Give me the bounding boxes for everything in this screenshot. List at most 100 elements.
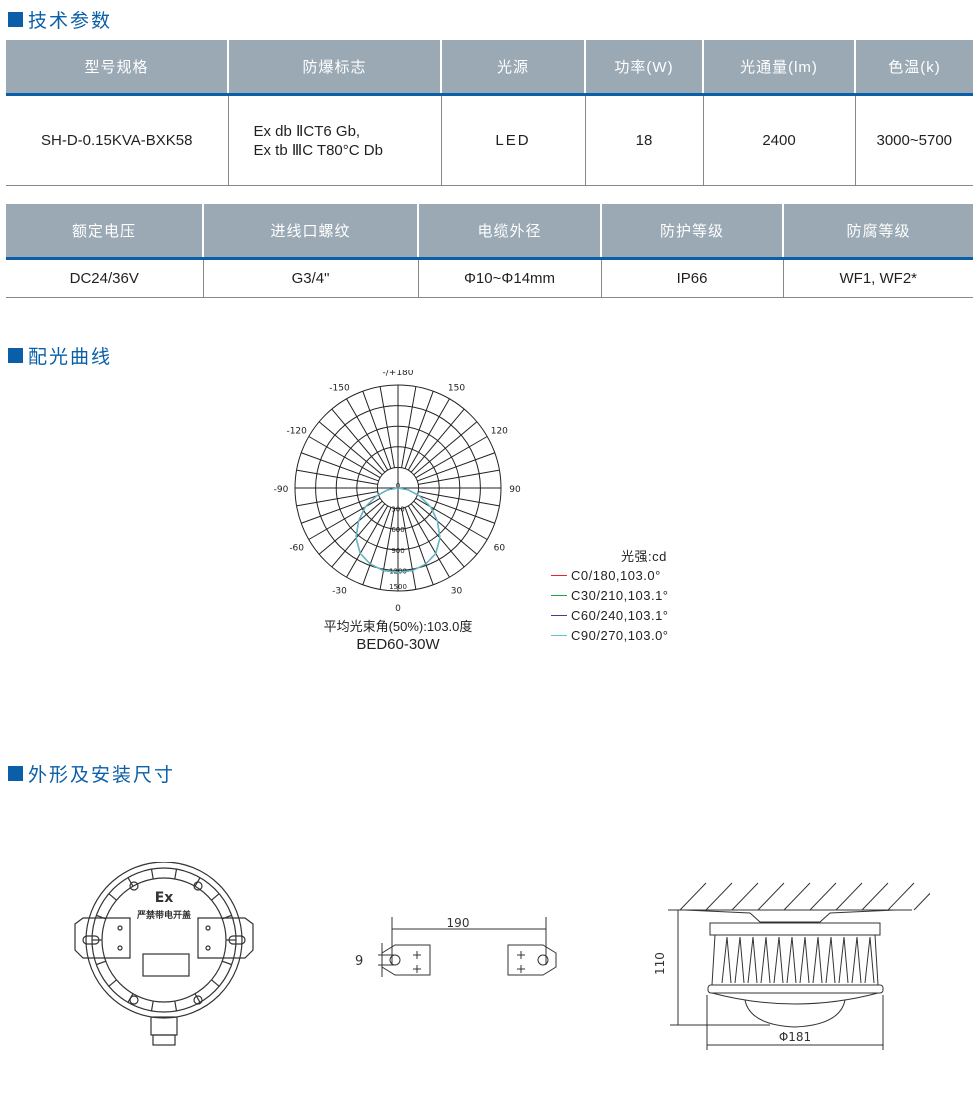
header-cell: 光通量(lm) xyxy=(702,40,855,96)
section-title-tech: 技术参数 xyxy=(8,6,112,33)
header-cell: 额定电压 xyxy=(6,204,203,260)
radial-tick-label: 600 xyxy=(391,526,404,534)
angle-label: 60 xyxy=(494,544,506,554)
section-title-curve: 配光曲线 xyxy=(8,342,112,369)
table-header-row: 额定电压 进线口螺纹 电缆外径 防护等级 防腐等级 xyxy=(6,204,973,260)
square-bullet-icon xyxy=(8,12,23,27)
spec-table-1: 型号规格 防爆标志 光源 功率(W) 光通量(lm) 色温(k) SH-D-0.… xyxy=(6,40,973,186)
angle-spoke xyxy=(410,503,465,568)
cell-flux: 2400 xyxy=(702,94,855,186)
angle-spoke xyxy=(410,408,465,473)
angle-spoke xyxy=(379,386,395,468)
angle-spoke xyxy=(301,494,379,524)
legend-swatch xyxy=(551,634,567,636)
angle-label: -120 xyxy=(286,427,307,437)
curve-3 xyxy=(355,487,441,574)
angle-spoke xyxy=(417,452,495,482)
legend-label: C60/240,103.1° xyxy=(571,607,669,623)
legend-item: C90/270,103.0° xyxy=(551,625,669,645)
front-view-drawing: Ex 严禁带电开盖 xyxy=(74,862,254,1046)
legend-item: C0/180,103.0° xyxy=(551,565,669,585)
angle-label: -60 xyxy=(289,544,304,554)
angle-label: -150 xyxy=(329,384,350,394)
dim-190: 190 xyxy=(447,916,470,930)
header-cell: 型号规格 xyxy=(6,40,228,96)
angle-spoke xyxy=(413,421,478,476)
angle-spoke xyxy=(404,391,434,469)
angle-spoke xyxy=(415,497,488,540)
angle-label: -/+180 xyxy=(383,370,414,378)
angle-spoke xyxy=(413,500,478,555)
header-cell: 电缆外径 xyxy=(417,204,601,260)
angle-spoke xyxy=(346,505,389,578)
chart-title: BED60-30W xyxy=(356,636,440,653)
cell-anticorrosion: WF1, WF2* xyxy=(782,258,973,298)
side-view-drawing: 110 Φ181 xyxy=(653,882,930,1050)
angle-label: 90 xyxy=(509,485,521,495)
beam-angle-text: 平均光束角(50%):103.0度 xyxy=(323,619,473,634)
angle-spoke xyxy=(318,421,383,476)
warning-label: 严禁带电开盖 xyxy=(136,909,191,921)
dim-9: 9 xyxy=(355,954,363,969)
angle-label: -30 xyxy=(332,586,347,596)
angle-spoke xyxy=(331,503,386,568)
cell-model: SH-D-0.15KVA-BXK58 xyxy=(6,94,228,186)
angle-spoke xyxy=(362,507,392,585)
radial-tick-label: 1200 xyxy=(389,567,407,575)
angle-spoke xyxy=(418,491,500,507)
angle-spoke xyxy=(401,386,417,468)
section-label: 配光曲线 xyxy=(28,346,113,368)
angle-label: 150 xyxy=(448,384,465,394)
legend-label: C30/210,103.1° xyxy=(571,587,669,603)
angle-label: 120 xyxy=(491,427,508,437)
chart-legend: 光强:cd C0/180,103.0° C30/210,103.1° C60/240… xyxy=(551,545,669,645)
cell-ip: IP66 xyxy=(600,258,783,298)
table-row: SH-D-0.15KVA-BXK58 Ex db ⅡCT6 Gb,Ex tb Ⅲ… xyxy=(6,94,973,186)
ex-mark-line2: Ex tb ⅢC T80°C Db xyxy=(253,141,383,159)
legend-swatch xyxy=(551,574,567,576)
angle-spoke xyxy=(346,398,389,471)
table-header-row: 型号规格 防爆标志 光源 功率(W) 光通量(lm) 色温(k) xyxy=(6,40,973,96)
header-cell: 防爆标志 xyxy=(227,40,441,96)
angle-spoke xyxy=(379,508,395,590)
angle-spoke xyxy=(415,436,488,479)
table-row: DC24/36V G3/4" Φ10~Φ14mm IP66 WF1, WF2* xyxy=(6,258,973,298)
angle-spoke xyxy=(318,500,383,555)
cell-ex-mark: Ex db ⅡCT6 Gb,Ex tb ⅢC T80°C Db xyxy=(227,94,441,186)
header-cell: 光源 xyxy=(440,40,585,96)
header-cell: 功率(W) xyxy=(584,40,703,96)
angle-spoke xyxy=(301,452,379,482)
angle-spoke xyxy=(407,505,450,578)
cell-voltage: DC24/36V xyxy=(6,258,203,298)
radial-tick-label: 900 xyxy=(391,547,404,555)
angle-spoke xyxy=(407,398,450,471)
radial-tick-label: 0 xyxy=(396,482,400,490)
cell-thread: G3/4" xyxy=(202,258,418,298)
angle-spoke xyxy=(331,408,386,473)
legend-item: C60/240,103.1° xyxy=(551,605,669,625)
angle-spoke xyxy=(362,391,392,469)
section-title-dims: 外形及安装尺寸 xyxy=(8,760,175,787)
angle-label: 0 xyxy=(395,604,401,614)
bracket-drawing: 190 9 xyxy=(355,916,557,977)
polar-chart: -/+1801501209060300-30-60-90-120-1500300… xyxy=(274,370,521,614)
header-cell: 防腐等级 xyxy=(782,204,973,260)
angle-spoke xyxy=(296,491,378,507)
cell-cable: Φ10~Φ14mm xyxy=(417,258,601,298)
angle-spoke xyxy=(308,436,381,479)
angle-label: -90 xyxy=(274,485,289,495)
ex-mark-line1: Ex db ⅡCT6 Gb, xyxy=(253,122,361,140)
angle-spoke xyxy=(308,497,381,540)
legend-swatch xyxy=(551,594,567,596)
angle-spoke xyxy=(401,508,417,590)
header-cell: 色温(k) xyxy=(854,40,973,96)
radial-tick-label: 1500 xyxy=(389,583,407,591)
cell-power: 18 xyxy=(584,94,703,186)
legend-unit: 光强:cd xyxy=(621,548,667,564)
dim-181: Φ181 xyxy=(779,1030,811,1044)
legend-swatch xyxy=(551,614,567,616)
section-label: 外形及安装尺寸 xyxy=(28,764,176,786)
dim-110: 110 xyxy=(653,952,667,975)
spec-table-2: 额定电压 进线口螺纹 电缆外径 防护等级 防腐等级 DC24/36V G3/4"… xyxy=(6,204,973,298)
